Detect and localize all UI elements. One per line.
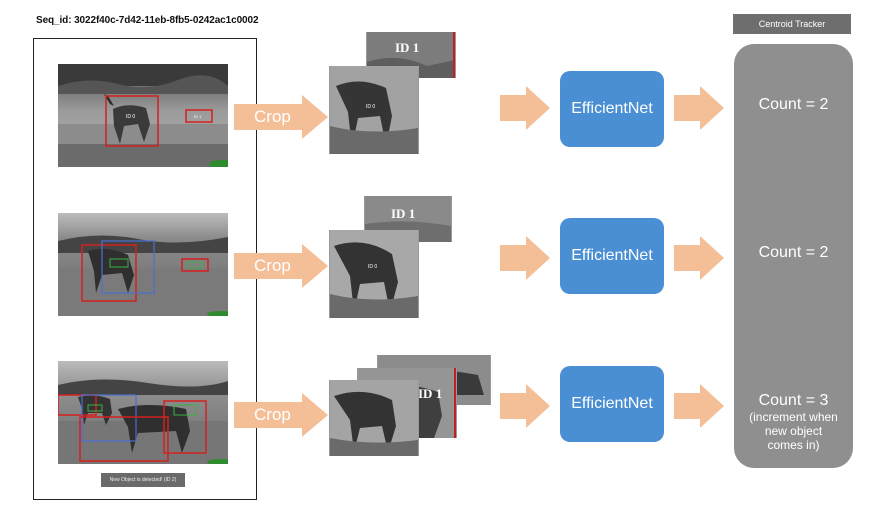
tracker-arrow-3: [674, 384, 724, 433]
count-value-1: Count = 2: [758, 96, 829, 113]
crop-arrow-1: [234, 95, 328, 144]
centroid-tracker-panel: [734, 44, 853, 468]
count-note-line-3: comes in): [767, 438, 820, 452]
crop-image-id0-row1: ID 0: [329, 66, 419, 154]
svg-text:ID 0: ID 0: [366, 104, 375, 110]
camera-frame-2: [58, 213, 228, 316]
efficientnet-box-2: EfficientNet: [560, 218, 664, 294]
svg-text:ID 1: ID 1: [194, 114, 202, 119]
svg-text:ID 0: ID 0: [368, 264, 377, 270]
svg-text:ID 0: ID 0: [126, 114, 135, 120]
count-row-2: Count = 2: [734, 244, 853, 262]
tracker-title: Centroid Tracker: [733, 14, 851, 34]
crop-arrow-2: [234, 244, 328, 293]
tracker-arrow-2: [674, 236, 724, 285]
sequence-id-label: Seq_id: 3022f40c-7d42-11eb-8fb5-0242ac1c…: [36, 15, 259, 26]
new-object-note: New Object is detected! (ID 2): [101, 473, 185, 487]
crop-id-text-2: ID 1: [391, 206, 415, 221]
camera-frame-1: ID 0 ID 1: [58, 64, 228, 167]
net-arrow-3: [500, 384, 550, 433]
crop-label-1: Crop: [254, 107, 291, 126]
efficientnet-box-1: EfficientNet: [560, 71, 664, 147]
efficientnet-box-3: EfficientNet: [560, 366, 664, 442]
crop-image-id0-row3: [329, 380, 419, 456]
count-row-1: Count = 2: [734, 96, 853, 114]
net-arrow-1: [500, 86, 550, 135]
crop-label-3: Crop: [254, 405, 291, 424]
count-note-line-1: (increment when: [749, 410, 838, 424]
crop-image-id0-row2: ID 0: [329, 230, 419, 318]
crop-id-text-1: ID 1: [395, 40, 419, 55]
count-value-3: Count = 3: [758, 392, 829, 409]
crop-id-text-3: ID 1: [418, 386, 442, 401]
net-arrow-2: [500, 236, 550, 285]
camera-frame-3: [58, 361, 228, 464]
crop-label-2: Crop: [254, 256, 291, 275]
crop-arrow-3: [234, 393, 328, 442]
count-value-2: Count = 2: [758, 244, 829, 261]
tracker-arrow-1: [674, 86, 724, 135]
count-row-3: Count = 3 (increment when new object com…: [734, 392, 853, 452]
count-note-line-2: new object: [764, 424, 823, 438]
